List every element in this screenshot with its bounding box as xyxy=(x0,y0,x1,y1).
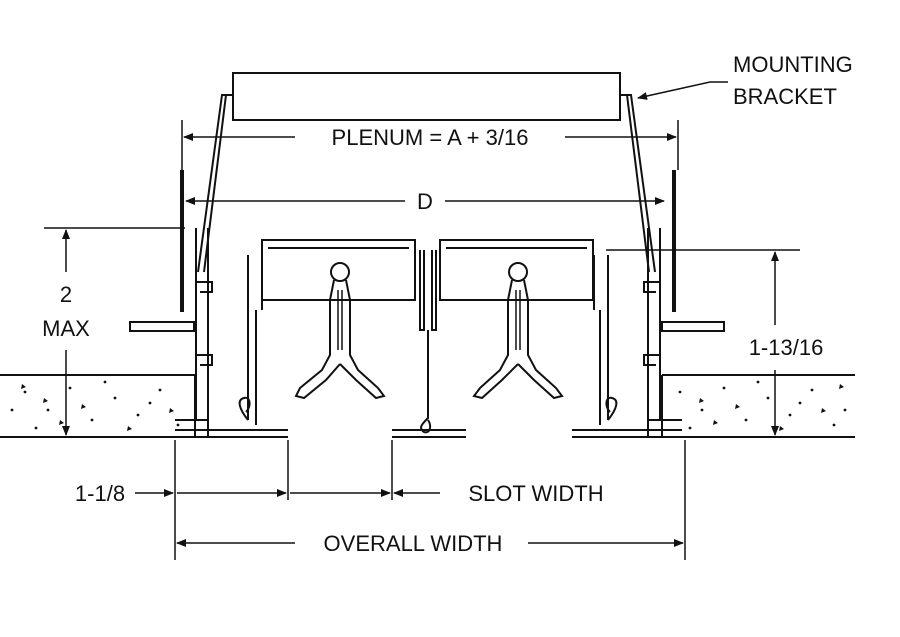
pattern-controller-right xyxy=(472,262,564,400)
one-1-8-dimension xyxy=(135,440,289,560)
two-max-label-line1: 2 xyxy=(60,282,72,307)
plenum-dimension xyxy=(181,120,679,170)
two-max-label-line2: MAX xyxy=(42,316,90,341)
mounting-bracket-label-line2: BRACKET xyxy=(733,84,837,109)
slot-channel-right xyxy=(439,239,618,425)
pattern-controller-left xyxy=(294,262,386,400)
mounting-bracket-callout xyxy=(637,81,728,100)
center-divider xyxy=(392,250,466,438)
ceiling-panel-left xyxy=(0,374,196,438)
slot-width-dimension xyxy=(290,440,440,500)
one-13-16-dimension xyxy=(606,249,800,438)
d-label: D xyxy=(417,189,433,214)
one-1-8-label: 1-1/8 xyxy=(75,481,125,506)
slot-channel-left xyxy=(238,239,416,425)
side-frame-left xyxy=(129,170,288,438)
side-frame-right xyxy=(572,170,725,438)
two-max-dimension xyxy=(44,227,185,438)
mounting-bracket-label-line1: MOUNTING xyxy=(733,52,853,77)
overall-width-label: OVERALL WIDTH xyxy=(324,531,503,556)
ceiling-panel-right xyxy=(661,374,855,438)
one-13-16-label: 1-13/16 xyxy=(749,335,824,360)
mounting-bracket-right xyxy=(620,94,656,273)
plenum-label: PLENUM = A + 3/16 xyxy=(332,125,529,150)
plenum-box xyxy=(232,72,621,121)
mounting-bracket-left xyxy=(197,94,233,273)
slot-width-label: SLOT WIDTH xyxy=(468,481,603,506)
overall-width-dimension xyxy=(176,440,686,560)
